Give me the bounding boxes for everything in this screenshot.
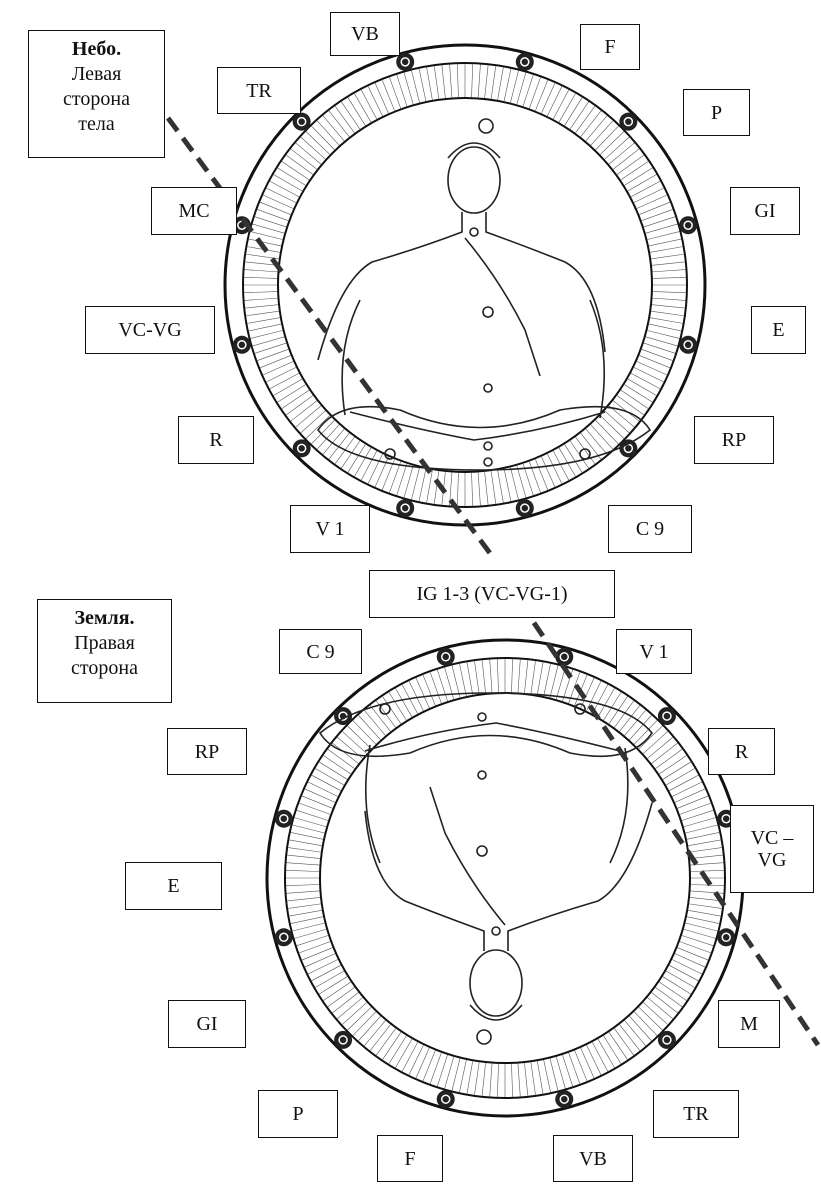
zodiac-sign-icon xyxy=(334,1031,352,1049)
top-caption-line-2: сторона xyxy=(33,87,160,112)
zodiac-sign-icon xyxy=(396,499,414,517)
top-caption-box: Небо. Левая сторона тела xyxy=(28,30,165,158)
zodiac-sign-icon xyxy=(717,928,735,946)
zodiac-sign-icon xyxy=(679,216,697,234)
top-label-r: R xyxy=(178,416,254,464)
bottom-label-gi: GI xyxy=(168,1000,246,1048)
zodiac-sign-icon xyxy=(293,439,311,457)
top-caption-line-1: Левая xyxy=(33,62,160,87)
bottom-label-e: E xyxy=(125,862,222,910)
bottom-label-f: F xyxy=(377,1135,443,1182)
top-label-p: P xyxy=(683,89,750,136)
top-label-f: F xyxy=(580,24,640,70)
top-caption-title: Небо. xyxy=(33,37,160,62)
top-label-gi: GI xyxy=(730,187,800,235)
top-label-v1: V 1 xyxy=(290,505,370,553)
dashed-diagonal-line xyxy=(168,118,495,560)
bottom-seated-figure-icon xyxy=(320,693,652,1044)
bottom-caption-box: Земля. Правая сторона xyxy=(37,599,172,703)
bottom-caption-title: Земля. xyxy=(42,606,167,631)
zodiac-sign-icon xyxy=(679,336,697,354)
bottom-caption-line-2: сторона xyxy=(42,656,167,681)
top-label-tr: TR xyxy=(217,67,301,114)
zodiac-sign-icon xyxy=(619,113,637,131)
top-label-mc: MC xyxy=(151,187,237,235)
zodiac-sign-icon xyxy=(619,439,637,457)
zodiac-sign-icon xyxy=(516,53,534,71)
bottom-label-tr: TR xyxy=(653,1090,739,1138)
center-label-ig: IG 1-3 (VC-VG-1) xyxy=(369,570,615,618)
top-zodiac-signs xyxy=(233,53,697,517)
top-label-c9: C 9 xyxy=(608,505,692,553)
bottom-label-m: M xyxy=(718,1000,780,1048)
zodiac-sign-icon xyxy=(275,928,293,946)
bottom-label-v1: V 1 xyxy=(616,629,692,674)
bottom-label-vb: VB xyxy=(553,1135,633,1182)
top-label-vc-vg: VC-VG xyxy=(85,306,215,354)
zodiac-sign-icon xyxy=(275,810,293,828)
top-wheel xyxy=(225,45,705,525)
bottom-zodiac-signs xyxy=(275,648,735,1108)
zodiac-sign-icon xyxy=(437,648,455,666)
top-label-e: E xyxy=(751,306,806,354)
top-caption-line-3: тела xyxy=(33,112,160,137)
bottom-wheel xyxy=(267,640,743,1116)
top-zodiac-ring xyxy=(243,63,687,507)
zodiac-sign-icon xyxy=(233,336,251,354)
top-label-rp: RP xyxy=(694,416,774,464)
top-ring-hatching xyxy=(244,64,686,506)
zodiac-sign-icon xyxy=(555,648,573,666)
zodiac-sign-icon xyxy=(658,1031,676,1049)
bottom-caption-line-1: Правая xyxy=(42,631,167,656)
zodiac-sign-icon xyxy=(555,1090,573,1108)
bottom-label-c9: C 9 xyxy=(279,629,362,674)
bottom-label-vc-vg: VC – VG xyxy=(730,805,814,893)
bottom-label-rp: RP xyxy=(167,728,247,775)
bottom-label-r: R xyxy=(708,728,775,775)
top-seated-figure-icon xyxy=(318,119,650,470)
zodiac-sign-icon xyxy=(516,499,534,517)
zodiac-sign-icon xyxy=(437,1090,455,1108)
top-label-vb: VB xyxy=(330,12,400,56)
zodiac-sign-icon xyxy=(658,707,676,725)
zodiac-sign-icon xyxy=(293,113,311,131)
bottom-label-p: P xyxy=(258,1090,338,1138)
